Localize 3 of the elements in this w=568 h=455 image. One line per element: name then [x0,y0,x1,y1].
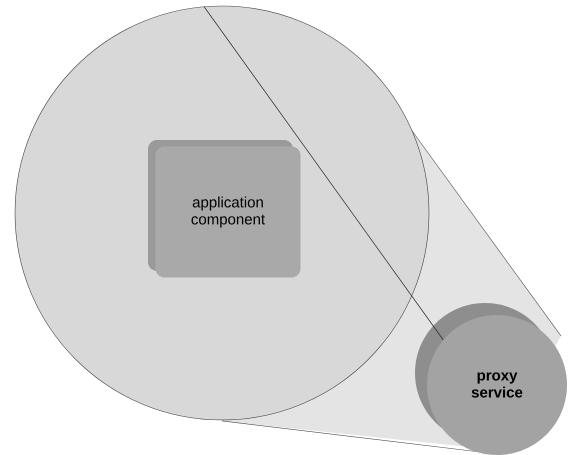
component-box: application component [148,140,300,278]
proxy-cylinder: proxy service [415,303,567,455]
connector-line [204,6,444,340]
